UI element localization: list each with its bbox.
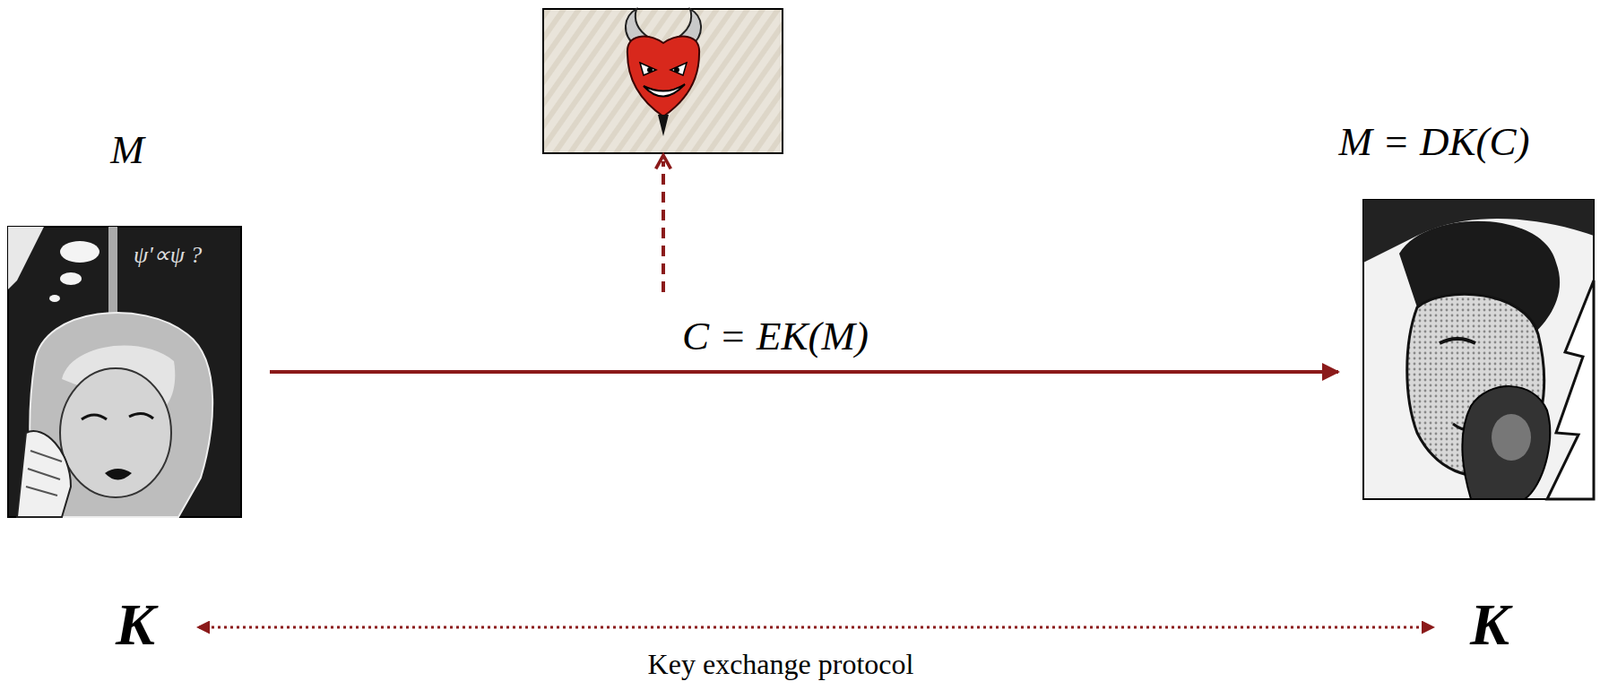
key-symbol: K [1466,592,1514,658]
message-arrow [269,370,1339,374]
ciphertext-label: C = EK(M) [678,313,873,361]
protocol-label: Key exchange protocol [644,648,918,681]
message-label: M [110,127,145,174]
woman-picture: ψ'∝ψ ? [8,226,242,518]
svg-text:ψ'∝ψ ?: ψ'∝ψ ? [133,242,202,269]
key-exchange-arrow [198,626,1433,630]
message-label: M = DK(C) [1339,119,1531,166]
receiver-node: M = DK(C) [1363,119,1594,500]
devil-picture [543,8,783,154]
key-symbol: K [112,592,159,658]
eavesdrop-arrow [661,161,666,293]
sender-node: M [8,127,242,518]
label-holder: K [112,592,159,658]
man-picture [1363,199,1594,500]
label-holder: Key exchange protocol [644,648,918,681]
label-holder: K [1466,592,1514,658]
edge-label-holder: C = EK(M) [678,313,873,361]
